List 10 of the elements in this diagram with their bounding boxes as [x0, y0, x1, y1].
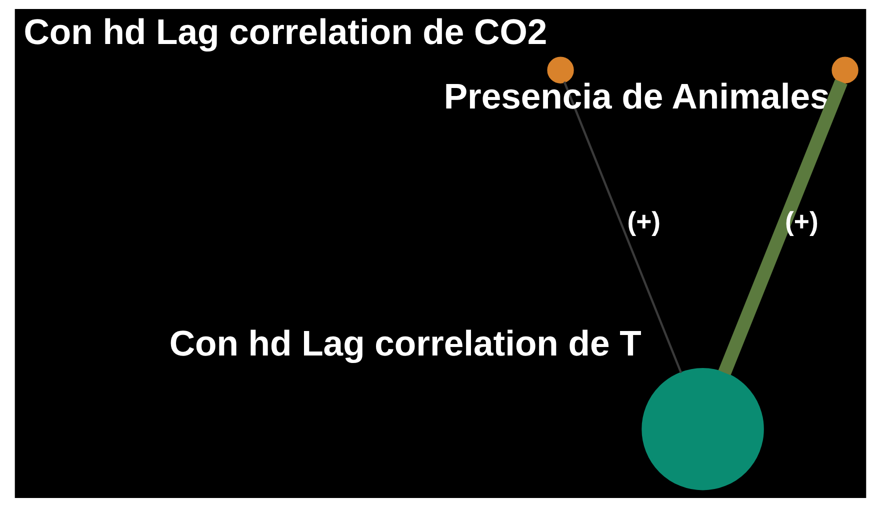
node-label: Presencia de Animales [444, 76, 830, 116]
connector [718, 78, 848, 375]
node-circle [832, 56, 858, 83]
connector [563, 80, 682, 373]
node-circle [642, 367, 764, 490]
node-circle [547, 56, 574, 83]
edge-label: (+) [627, 206, 661, 236]
edge-label: (+) [785, 206, 818, 236]
node-label: Con hd Lag correlation de T [169, 322, 642, 363]
node-label: Con hd Lag correlation de CO2 [24, 12, 548, 52]
